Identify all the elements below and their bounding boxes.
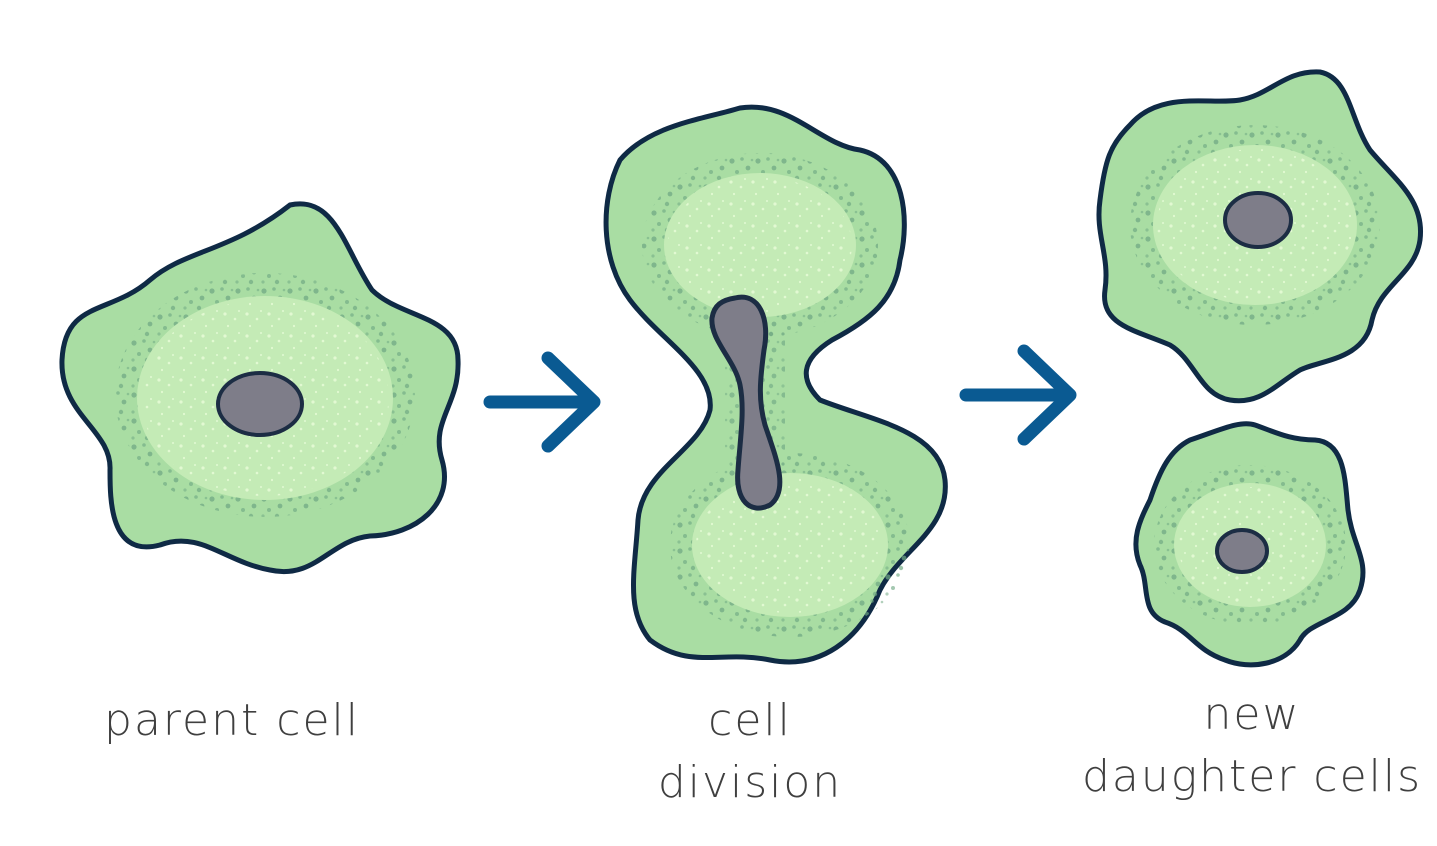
daughter-cell-top-nucleus [1223,191,1293,249]
parent-cell-nucleus [216,371,304,437]
daughter-cells-label: new daughter cells [1082,684,1422,808]
cell-division-label-line: division [657,757,843,808]
arrow-right-icon [483,351,601,453]
daughter-cells-label-line: daughter cells [1081,751,1423,802]
arrow-right-icon [959,344,1077,446]
parent-cell-label: parent cell [104,690,360,752]
dividing-cell-nucleus [709,294,783,511]
daughter-cell-bottom [1133,421,1366,668]
parent-cell-label-line: parent cell [104,695,360,746]
cell-division-label: cell division [658,690,842,814]
parent-cell [59,201,461,575]
daughter-cell-bottom-nucleus [1215,528,1269,574]
daughter-cells-label-line: new [1203,689,1301,740]
cell-division-label-line: cell [708,695,792,746]
dividing-cell [603,104,948,665]
daughter-cell-top [1096,69,1424,404]
